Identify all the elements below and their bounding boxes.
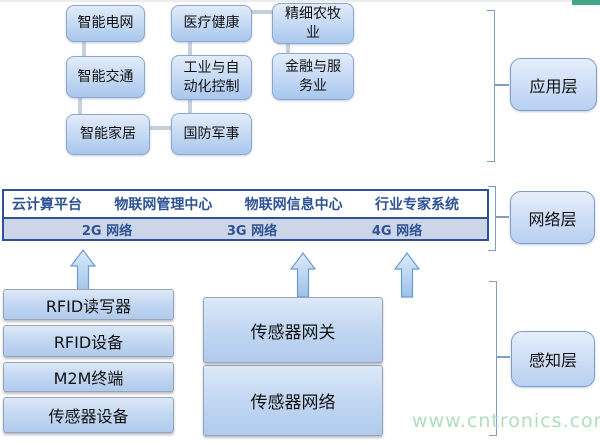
platform-label: 物联网管理中心: [114, 197, 213, 213]
sensor-box-label: 传感器网络: [250, 393, 336, 413]
layer-label-text: 感知层: [528, 351, 577, 370]
connector-line: [82, 42, 86, 57]
watermark-text: www.cntronics.com: [412, 410, 600, 432]
app-box-label: 精细农牧业: [285, 6, 341, 41]
sensor-network-box: 传感器网络: [203, 365, 383, 436]
app-box-label: 智能家居: [80, 126, 136, 143]
app-box-defense-military: 国防军事: [171, 113, 252, 155]
network-layer-label: 网络层: [510, 191, 595, 244]
app-box-label: 智能电网: [77, 15, 134, 32]
sensor-gateway-box: 传感器网关: [203, 297, 383, 363]
network-3g-label: 3G 网络: [226, 224, 278, 239]
device-box-m2m-terminal: M2M终端: [3, 362, 174, 392]
app-box-smart-transport: 智能交通: [66, 56, 145, 98]
connector-line: [188, 99, 192, 114]
application-layer-bracket-tick: [495, 84, 509, 86]
app-box-precision-agriculture: 精细农牧业: [272, 3, 354, 44]
layer-label-text: 应用层: [529, 76, 578, 96]
app-box-industrial-automation: 工业与自动化控制: [171, 55, 252, 100]
up-arrow-icon: [394, 252, 420, 298]
device-box-sensor-device: 传感器设备: [3, 397, 174, 433]
network-4g-label: 4G 网络: [371, 224, 423, 239]
app-box-smart-grid: 智能电网: [66, 5, 145, 42]
device-box-rfid-reader: RFID读写器: [3, 289, 174, 320]
app-box-label: 智能交通: [77, 68, 134, 85]
app-box-finance-services: 金融与服务业: [272, 53, 354, 100]
connector-line: [251, 10, 273, 14]
top-border-strip: [0, 0, 600, 2]
application-layer-label: 应用层: [510, 58, 597, 111]
up-arrow-icon: [290, 252, 316, 298]
network-layer-bracket-tick: [496, 216, 509, 218]
sensor-box-label: 传感器网关: [250, 322, 336, 343]
network-types-row: 2G 网络 3G 网络 4G 网络: [4, 217, 487, 239]
app-box-label: 国防军事: [183, 125, 240, 142]
network-2g-label: 2G 网络: [81, 224, 133, 239]
app-box-medical-health: 医疗健康: [171, 5, 252, 42]
device-box-label: RFID设备: [53, 333, 124, 352]
app-box-smart-home: 智能家居: [66, 114, 150, 155]
layer-label-text: 网络层: [528, 209, 577, 229]
platform-label: 物联网信息中心: [244, 197, 343, 213]
device-box-rfid-device: RFID设备: [3, 325, 174, 357]
platform-label: 云计算平台: [12, 197, 82, 213]
application-layer-bracket: [487, 10, 495, 162]
connector-line: [286, 43, 290, 54]
corner-green-strip: [572, 0, 600, 5]
network-platforms-row: 云计算平台 物联网管理中心 物联网信息中心 行业专家系统: [4, 191, 487, 217]
connector-line: [78, 97, 82, 115]
app-box-label: 金融与服务业: [285, 59, 341, 94]
platform-label: 行业专家系统: [374, 197, 459, 213]
app-box-label: 工业与自动化控制: [183, 60, 240, 95]
device-box-label: RFID读写器: [45, 296, 132, 316]
device-box-label: M2M终端: [53, 369, 124, 388]
connector-line: [188, 42, 192, 56]
connector-line: [149, 126, 172, 130]
network-layer-bracket: [488, 186, 496, 251]
network-layer-band: 云计算平台 物联网管理中心 物联网信息中心 行业专家系统 2G 网络 3G 网络…: [2, 189, 489, 241]
perception-layer-label: 感知层: [511, 331, 595, 387]
perception-layer-bracket-tick: [497, 356, 510, 358]
device-box-label: 传感器设备: [48, 407, 129, 426]
app-box-label: 医疗健康: [183, 15, 240, 32]
perception-layer-bracket: [489, 281, 497, 436]
